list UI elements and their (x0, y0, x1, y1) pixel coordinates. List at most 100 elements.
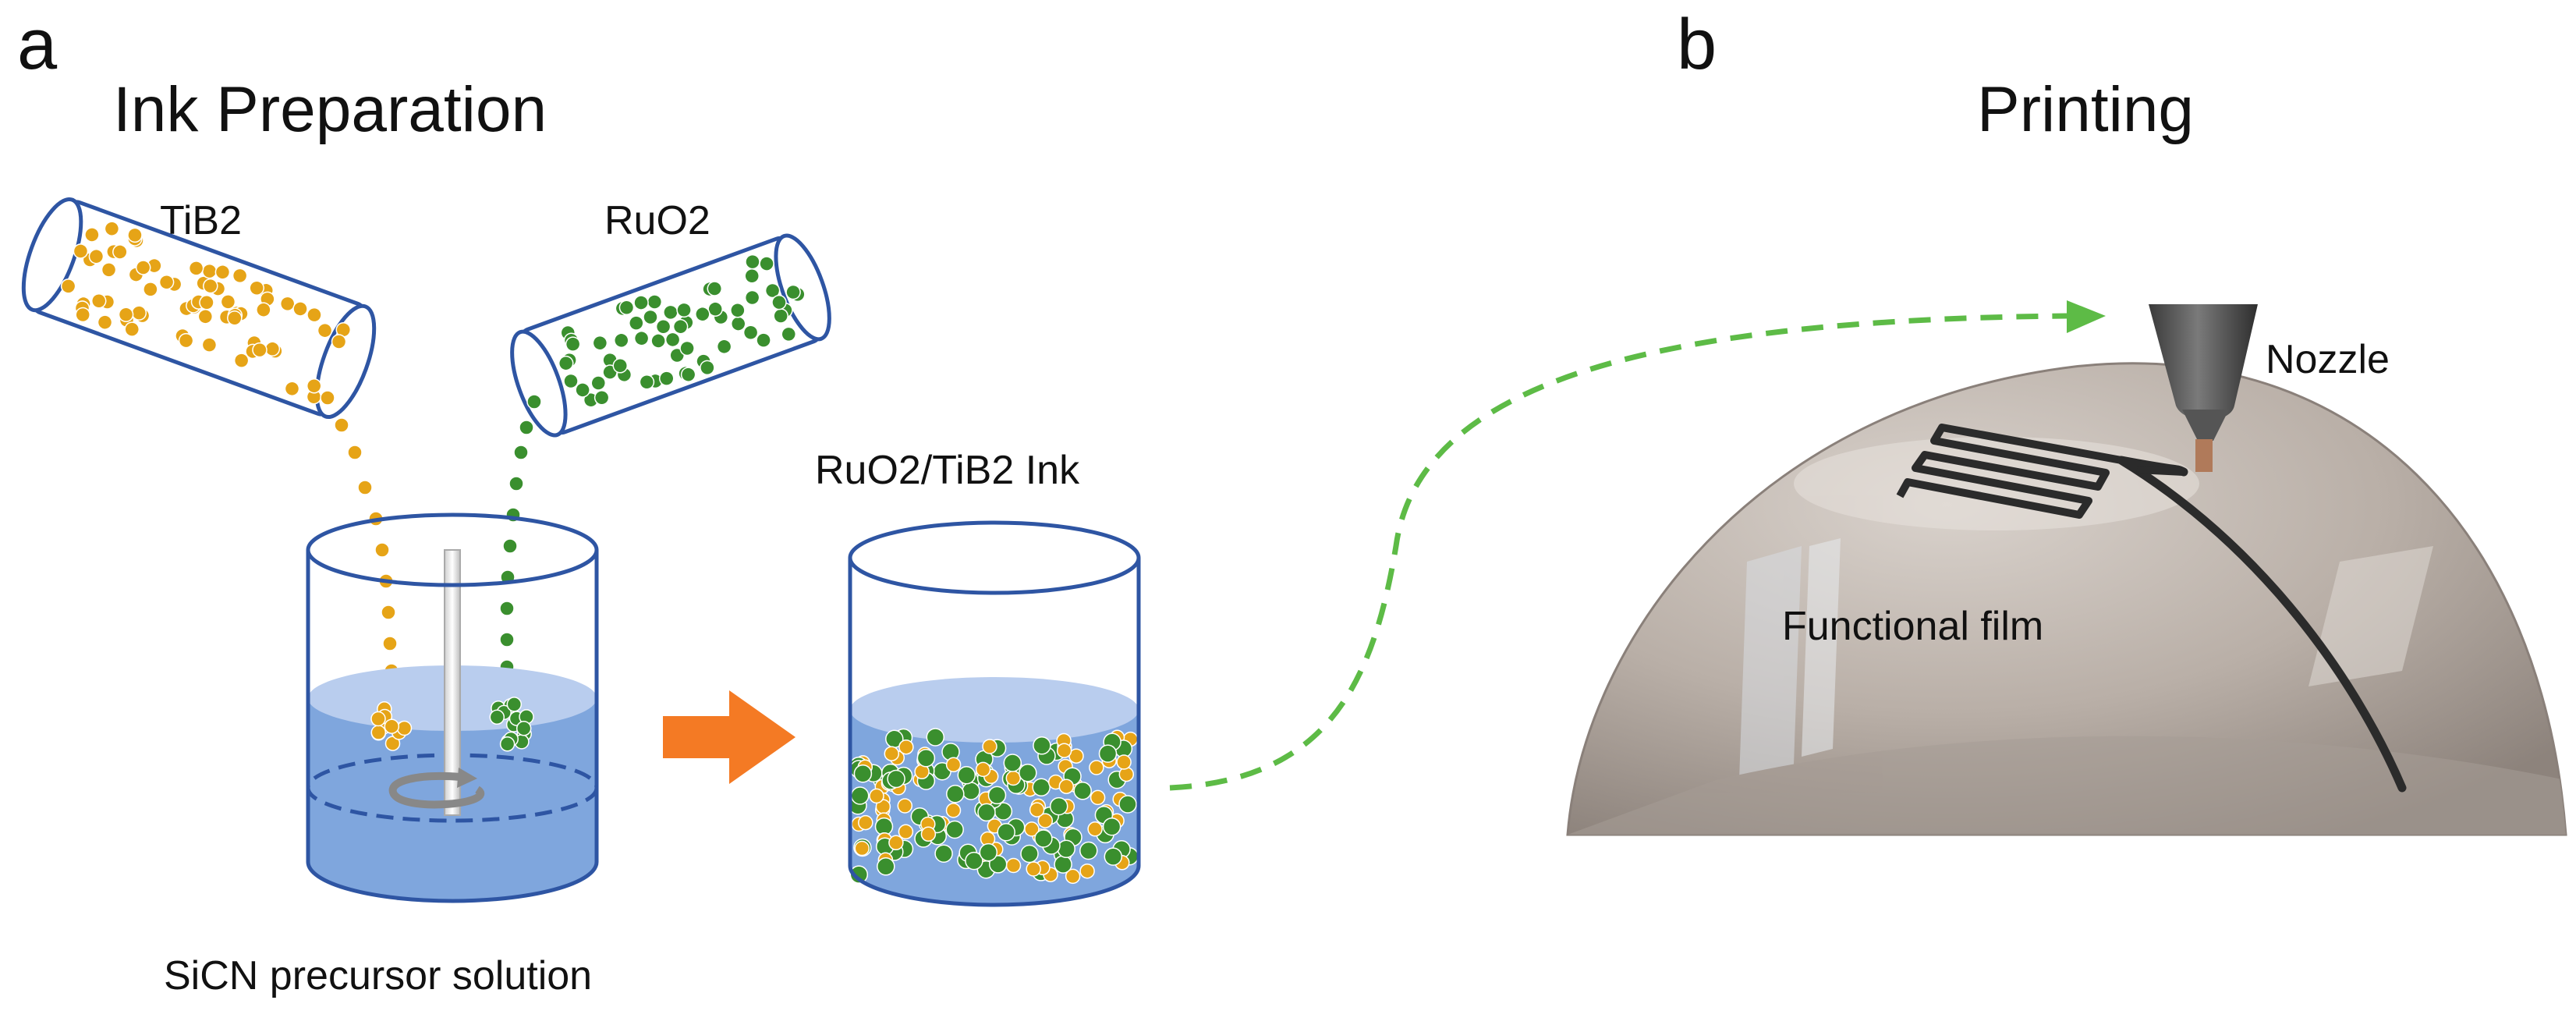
particles-landing (370, 697, 534, 752)
ruo2-particle (506, 697, 523, 712)
tib2-particle (1079, 863, 1095, 879)
ruo2-particle (946, 784, 965, 803)
ruo2-particle (499, 632, 515, 647)
tib2-particle (945, 757, 962, 773)
tib2-particle (370, 725, 387, 740)
tib2-particle (220, 294, 236, 310)
ruo2-particle (526, 394, 542, 410)
tib2-particle (131, 305, 147, 321)
ruo2-particle (513, 445, 529, 460)
tib2-particle (396, 720, 413, 736)
ruo2-particle (988, 855, 1008, 874)
ruo2-particle (633, 330, 650, 346)
ruo2-particle (962, 782, 980, 800)
ink-label: RuO2/TiB2 Ink (815, 448, 1080, 493)
panel-a-title: Ink Preparation (113, 74, 547, 145)
tib2-tube (21, 197, 377, 420)
ruo2-particle (563, 373, 579, 389)
tib2-particle (199, 295, 214, 310)
ruo2-particle (676, 302, 692, 318)
tib2-particle (135, 260, 151, 275)
ruo2-particle (965, 851, 983, 871)
ruo2-particle (519, 420, 534, 435)
ruo2-particle (926, 728, 945, 747)
ruo2-particle (849, 865, 869, 884)
ruo2-particle (558, 355, 574, 371)
tib2-particle (357, 480, 373, 495)
tib2-particle (284, 381, 300, 397)
ruo2-particle (516, 721, 532, 736)
tib2-particle (975, 761, 991, 778)
ruo2-particle (499, 736, 516, 752)
tib2-particle (143, 282, 158, 297)
ruo2-particle (592, 335, 608, 351)
ruo2-label: RuO2 (604, 198, 710, 243)
tib2-label: TiB2 (160, 198, 242, 243)
tib2-particles-in-tube (60, 221, 352, 405)
tib2-particle (1087, 821, 1103, 837)
ruo2-particle (672, 318, 689, 335)
tib2-particle (382, 636, 398, 651)
transfer-arrow (1169, 300, 2106, 791)
ruo2-particle (877, 857, 895, 876)
ruo2-particle (700, 360, 715, 376)
tib2-particle (897, 798, 913, 814)
ruo2-particle (1098, 744, 1118, 763)
tib2-particle (233, 353, 250, 368)
panel-b-letter: b (1677, 5, 1717, 84)
process-arrow-icon (663, 690, 795, 784)
ruo2-particle (1049, 796, 1068, 816)
panel-a-letter: a (17, 5, 58, 84)
ruo2-particle (1032, 778, 1051, 797)
tib2-particle (256, 302, 271, 317)
tib2-particle (158, 274, 175, 290)
tib2-particle (75, 307, 90, 323)
ruo2-particle (680, 367, 696, 382)
ruo2-particle (575, 382, 590, 398)
dome-substrate (1566, 362, 2567, 836)
ruo2-particle (707, 281, 723, 296)
tib2-particle (227, 310, 243, 326)
ruo2-particle (590, 375, 607, 391)
ruo2-particle (957, 766, 976, 785)
tib2-particle (84, 227, 100, 243)
ruo2-particle (1104, 847, 1123, 866)
tib2-particle (317, 322, 333, 339)
ruo2-particle (650, 333, 666, 349)
transfer-arrowhead-icon (2067, 300, 2106, 333)
ruo2-particle (629, 315, 644, 331)
ruo2-particle (1073, 782, 1092, 800)
tib2-particle (188, 261, 204, 276)
tib2-particle (1005, 857, 1022, 874)
ruo2-particle (1054, 855, 1072, 874)
tib2-particle (381, 605, 396, 620)
tib2-falling-stream (320, 390, 399, 702)
tib2-particle (1118, 766, 1135, 782)
tib2-particle (306, 307, 322, 323)
tib2-particle (869, 788, 884, 804)
ruo2-particle (850, 786, 870, 805)
tib2-particle (1037, 813, 1054, 828)
ruo2-particle (1079, 841, 1098, 860)
ink-beaker (848, 520, 1141, 907)
ruo2-particle (612, 358, 629, 374)
tib2-particle (920, 826, 937, 842)
tib2-particle (101, 262, 117, 278)
ruo2-particle (633, 295, 649, 310)
film-label: Functional film (1782, 604, 2043, 649)
panel-b: b Printing Nozzle Functional film (1566, 5, 2567, 836)
tib2-particle (1116, 754, 1132, 770)
precursor-beaker (306, 512, 599, 903)
ruo2-particle (853, 764, 873, 783)
tib2-particle (858, 814, 873, 831)
tib2-particle (370, 711, 386, 727)
tib2-particle (112, 244, 128, 260)
panel-a: a Ink Preparation TiB2 RuO2 (17, 5, 1141, 998)
nozzle-label: Nozzle (2266, 337, 2390, 382)
ruo2-particle (679, 340, 695, 356)
tib2-particle (73, 243, 89, 259)
tib2-particle (124, 321, 140, 337)
ruo2-particle (987, 786, 1007, 805)
tib2-particle (888, 835, 904, 851)
